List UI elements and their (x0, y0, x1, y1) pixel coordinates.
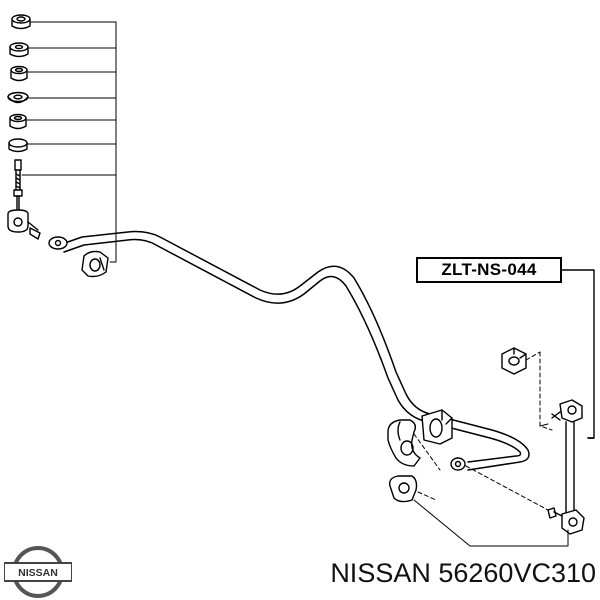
left-bushing-1 (10, 65, 28, 82)
left-bushing-2 (9, 113, 27, 130)
svg-text:NISSAN: NISSAN (18, 567, 58, 579)
right-stabilizer-link (501, 347, 585, 535)
left-washer-1 (9, 42, 29, 58)
left-washer-2 (8, 138, 28, 153)
left-top-nut (11, 14, 31, 30)
left-leader-lines (21, 21, 117, 263)
bar-left-end (48, 236, 109, 278)
part-code-label: ZLT-NS-044 (416, 257, 562, 283)
left-hardware-stack (7, 14, 41, 240)
caption-brand: NISSAN (330, 557, 431, 588)
code-bracket (561, 269, 595, 439)
part-caption: NISSAN 56260VC310 (270, 553, 596, 593)
stabilizer-bar (61, 230, 530, 471)
caption-part-number: 56260VC310 (438, 557, 596, 588)
left-bolt (13, 159, 23, 213)
right-bushing-clamp (387, 409, 466, 503)
left-cup-washer (7, 91, 29, 104)
left-link-end (7, 209, 41, 240)
right-leader-lines (413, 351, 569, 547)
part-code-text: ZLT-NS-044 (441, 260, 537, 279)
nissan-logo: NISSAN (4, 546, 72, 598)
